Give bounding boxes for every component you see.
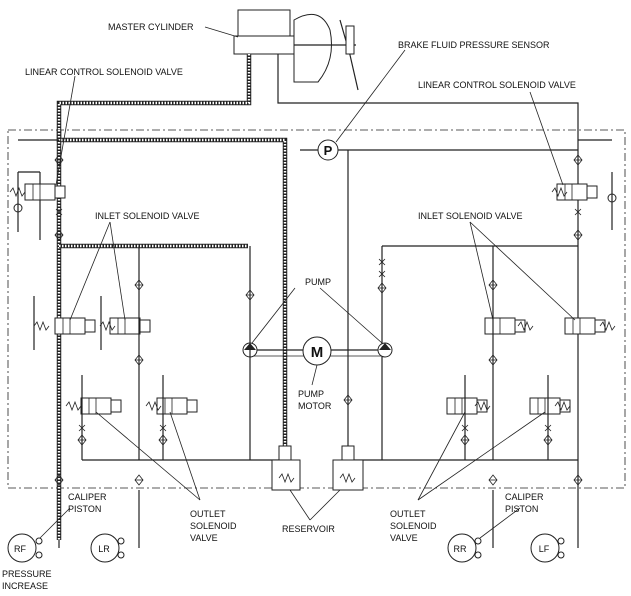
caliper-left-label-2: PISTON bbox=[68, 504, 101, 514]
master-cylinder bbox=[233, 9, 359, 91]
linear-control-left-label: LINEAR CONTROL SOLENOID VALVE bbox=[25, 67, 183, 77]
wheel-lr-label: LR bbox=[98, 544, 110, 554]
wheel-rf bbox=[7, 533, 37, 563]
right-circuit bbox=[348, 130, 617, 540]
master-cylinder-label: MASTER CYLINDER bbox=[108, 22, 194, 32]
left-circuit bbox=[9, 130, 285, 540]
wheel-lr bbox=[90, 533, 120, 563]
reservoir-label: RESERVOIR bbox=[282, 524, 335, 534]
outlet-right-label-1: OUTLET bbox=[390, 509, 426, 519]
leader-lines bbox=[39, 26, 576, 539]
pressure-sensor-label: BRAKE FLUID PRESSURE SENSOR bbox=[398, 40, 550, 50]
wheel-lf-label: LF bbox=[539, 544, 550, 554]
pressure-sensor: P bbox=[317, 139, 339, 161]
reservoirs bbox=[271, 445, 364, 491]
motor-symbol: M bbox=[311, 344, 324, 361]
outlet-left-label-3: VALVE bbox=[190, 533, 218, 543]
wheel-rr-label: RR bbox=[454, 544, 467, 554]
caliper-left-label-1: CALIPER bbox=[68, 492, 107, 502]
pressure-increase-label-1: PRESSURE bbox=[2, 569, 52, 579]
pump-assembly: M bbox=[242, 246, 393, 460]
caliper-right-label-1: CALIPER bbox=[505, 492, 544, 502]
wheel-lf bbox=[530, 533, 560, 563]
pressure-increase-label-2: INCREASE bbox=[2, 581, 48, 591]
pump-motor-label-1: PUMP bbox=[298, 389, 324, 399]
caliper-right-label-2: PISTON bbox=[505, 504, 538, 514]
inlet-right-label: INLET SOLENOID VALVE bbox=[418, 211, 523, 221]
wheel-rf-label: RF bbox=[14, 544, 26, 554]
wheel-calipers: RF LR RR LF bbox=[7, 490, 579, 563]
outlet-right-label-2: SOLENOID bbox=[390, 521, 437, 531]
outlet-right-label-3: VALVE bbox=[390, 533, 418, 543]
wheel-rr bbox=[447, 533, 477, 563]
outlet-left-label-2: SOLENOID bbox=[190, 521, 237, 531]
inlet-left-label: INLET SOLENOID VALVE bbox=[95, 211, 200, 221]
pump-motor-label-2: MOTOR bbox=[298, 401, 332, 411]
hydraulic-unit-boundary bbox=[7, 129, 626, 489]
linear-control-right-label: LINEAR CONTROL SOLENOID VALVE bbox=[418, 80, 576, 90]
outlet-left-label-1: OUTLET bbox=[190, 509, 226, 519]
pressure-symbol: P bbox=[324, 143, 333, 158]
pump-label: PUMP bbox=[305, 277, 331, 287]
